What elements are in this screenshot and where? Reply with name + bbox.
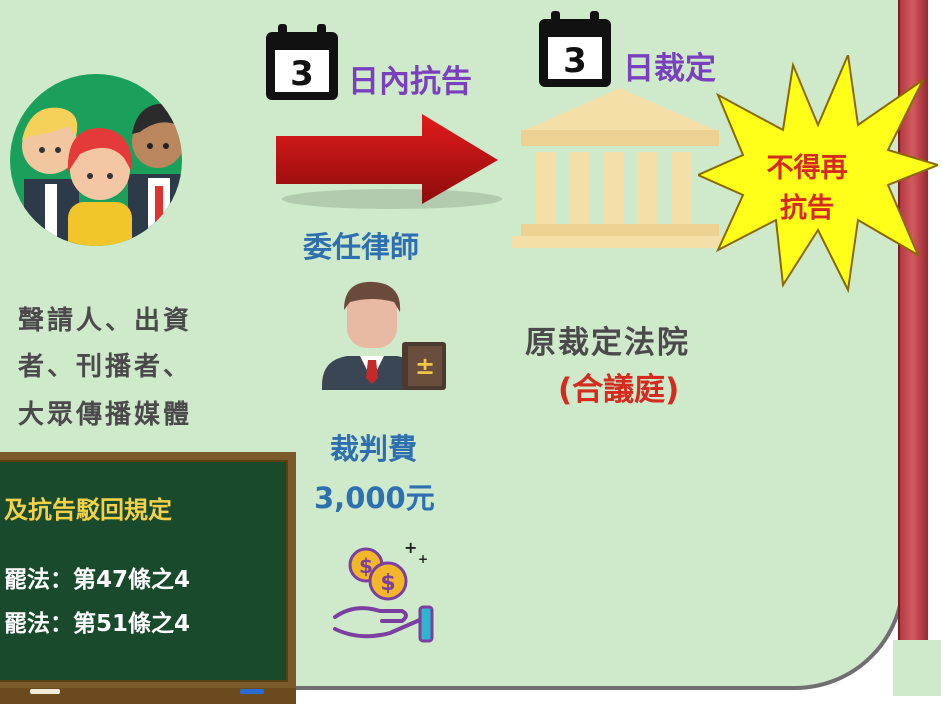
calendar-icon: 3 bbox=[539, 11, 611, 87]
applicants-line-2: 者、刊播者、 bbox=[18, 352, 193, 382]
applicants-group-icon bbox=[10, 74, 182, 246]
board-line-1: 罷法：第47條之4 bbox=[4, 567, 191, 593]
page-curl bbox=[893, 640, 941, 696]
svg-text:+: + bbox=[404, 538, 417, 557]
court-building-icon bbox=[511, 88, 729, 248]
chalkboard: 及抗告駁回規定 罷法：第47條之4 罷法：第51條之4 bbox=[0, 452, 296, 704]
svg-text:$: $ bbox=[359, 554, 373, 578]
board-title: 及抗告駁回規定 bbox=[4, 496, 172, 524]
appeal-deadline-label: 日內抗告 bbox=[348, 64, 472, 100]
warning-burst-icon bbox=[698, 55, 938, 294]
ruling-deadline-label: 日裁定 bbox=[623, 51, 716, 87]
calendar-icon: 3 bbox=[266, 24, 338, 100]
court-fee-amount: 3,000元 bbox=[314, 481, 435, 515]
svg-text:$: $ bbox=[380, 571, 395, 596]
ruling-days-number: 3 bbox=[563, 41, 587, 81]
chalk-stick bbox=[240, 689, 264, 694]
applicants-line-1: 聲請人、出資 bbox=[18, 306, 193, 336]
svg-text:±: ± bbox=[415, 352, 435, 380]
no-further-appeal-line-2: 抗告 bbox=[780, 193, 834, 224]
court-panel: (合議庭) bbox=[558, 372, 680, 408]
applicants-line-3: 大眾傳播媒體 bbox=[18, 400, 193, 430]
appeal-days-number: 3 bbox=[290, 54, 314, 94]
arrow-right-icon bbox=[276, 114, 502, 209]
lawyer-label: 委任律師 bbox=[303, 230, 420, 264]
lawyer-icon: ± bbox=[322, 281, 446, 390]
court-name: 原裁定法院 bbox=[525, 325, 690, 361]
money-hand-icon: $ $ + + bbox=[333, 538, 434, 643]
chalk-stick bbox=[30, 689, 60, 694]
court-fee-label: 裁判費 bbox=[330, 432, 418, 466]
svg-text:+: + bbox=[418, 552, 428, 566]
no-further-appeal-line-1: 不得再 bbox=[766, 153, 848, 184]
board-line-2: 罷法：第51條之4 bbox=[4, 611, 191, 637]
